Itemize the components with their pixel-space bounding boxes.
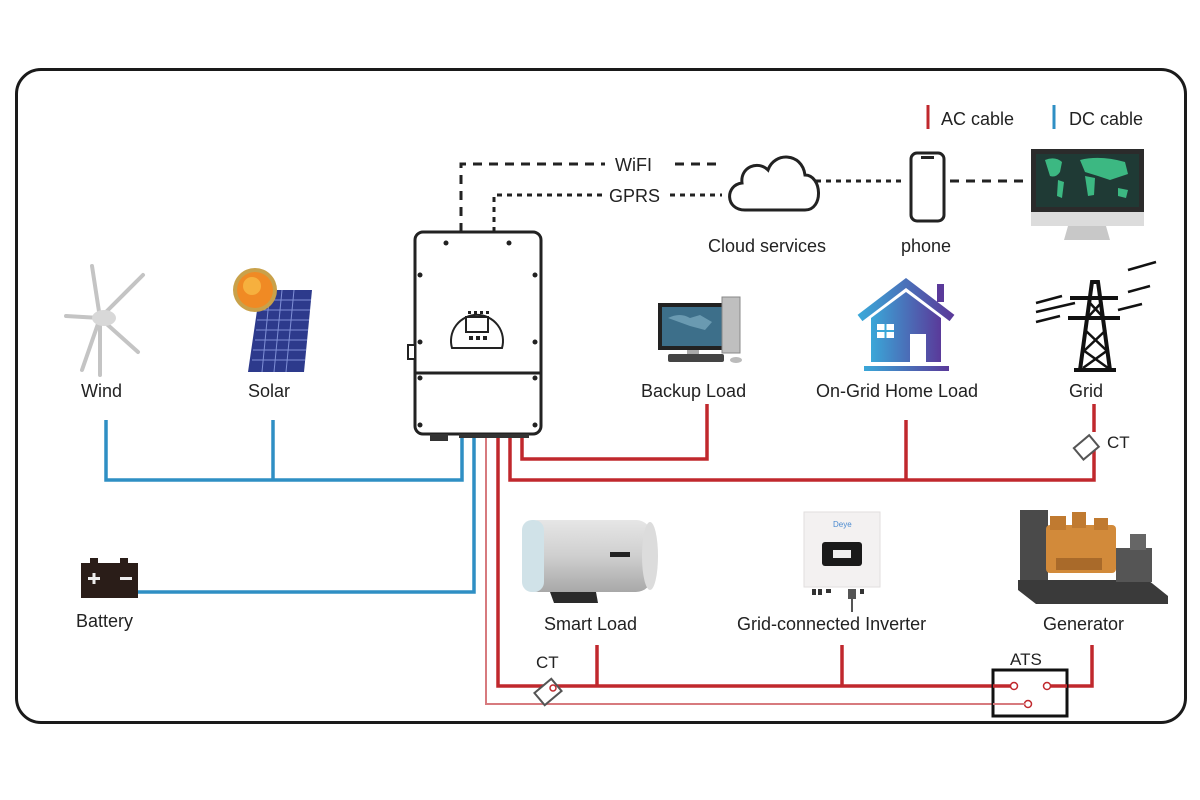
ct-sensor-smart-icon [533, 677, 563, 707]
phone-label: phone [901, 236, 951, 256]
ac-cable-grid [508, 438, 1096, 482]
communication-links: WiFI GPRS [459, 155, 1030, 232]
wind-turbine-icon [64, 264, 145, 377]
wifi-line [459, 162, 605, 232]
battery-label: Battery [76, 611, 133, 631]
cloud-label: Cloud services [708, 236, 826, 256]
dc-legend-label: DC cable [1069, 109, 1143, 129]
solar-panel-icon [233, 268, 312, 373]
monitor-world-map-icon [1031, 149, 1144, 240]
smartphone-icon [909, 151, 946, 223]
generator-icon [1018, 510, 1168, 604]
ac-cable-gen-port [485, 438, 1024, 705]
ac-legend-label: AC cable [941, 109, 1014, 129]
grid-inverter-brand: Deye [833, 520, 852, 529]
cloud-icon [728, 155, 820, 212]
wifi-label: WiFI [615, 155, 652, 175]
gprs-label: GPRS [609, 186, 660, 206]
backup-load-label: Backup Load [641, 381, 746, 401]
grid-inverter-icon: Deye [803, 511, 881, 612]
water-heater-icon [522, 520, 658, 603]
ct-grid-label: CT [1107, 433, 1130, 452]
smart-load-label: Smart Load [544, 614, 637, 634]
legend: AC cable DC cable [926, 105, 1143, 129]
ats-switch-icon [991, 668, 1069, 718]
ct-smart-label: CT [536, 653, 559, 672]
battery-icon [81, 558, 138, 598]
ongrid-load-label: On-Grid Home Load [816, 381, 978, 401]
diagram-frame [15, 68, 1187, 724]
grid-inverter-label: Grid-connected Inverter [737, 614, 926, 634]
house-icon [857, 277, 955, 371]
grid-label: Grid [1069, 381, 1103, 401]
dc-cable-wind-solar [104, 420, 464, 482]
ct-sensor-grid-icon [1072, 433, 1101, 461]
dc-cables [104, 420, 476, 594]
ac-cables [485, 404, 1096, 705]
solar-label: Solar [248, 381, 290, 401]
wind-label: Wind [81, 381, 122, 401]
gprs-line [492, 193, 602, 232]
hybrid-inverter-icon [407, 230, 543, 441]
dc-cable-battery [138, 438, 476, 594]
desktop-computer-icon [658, 296, 742, 363]
power-tower-icon [1035, 260, 1157, 372]
ats-label: ATS [1010, 650, 1042, 669]
ac-cable-backup [520, 404, 709, 461]
generator-label: Generator [1043, 614, 1124, 634]
